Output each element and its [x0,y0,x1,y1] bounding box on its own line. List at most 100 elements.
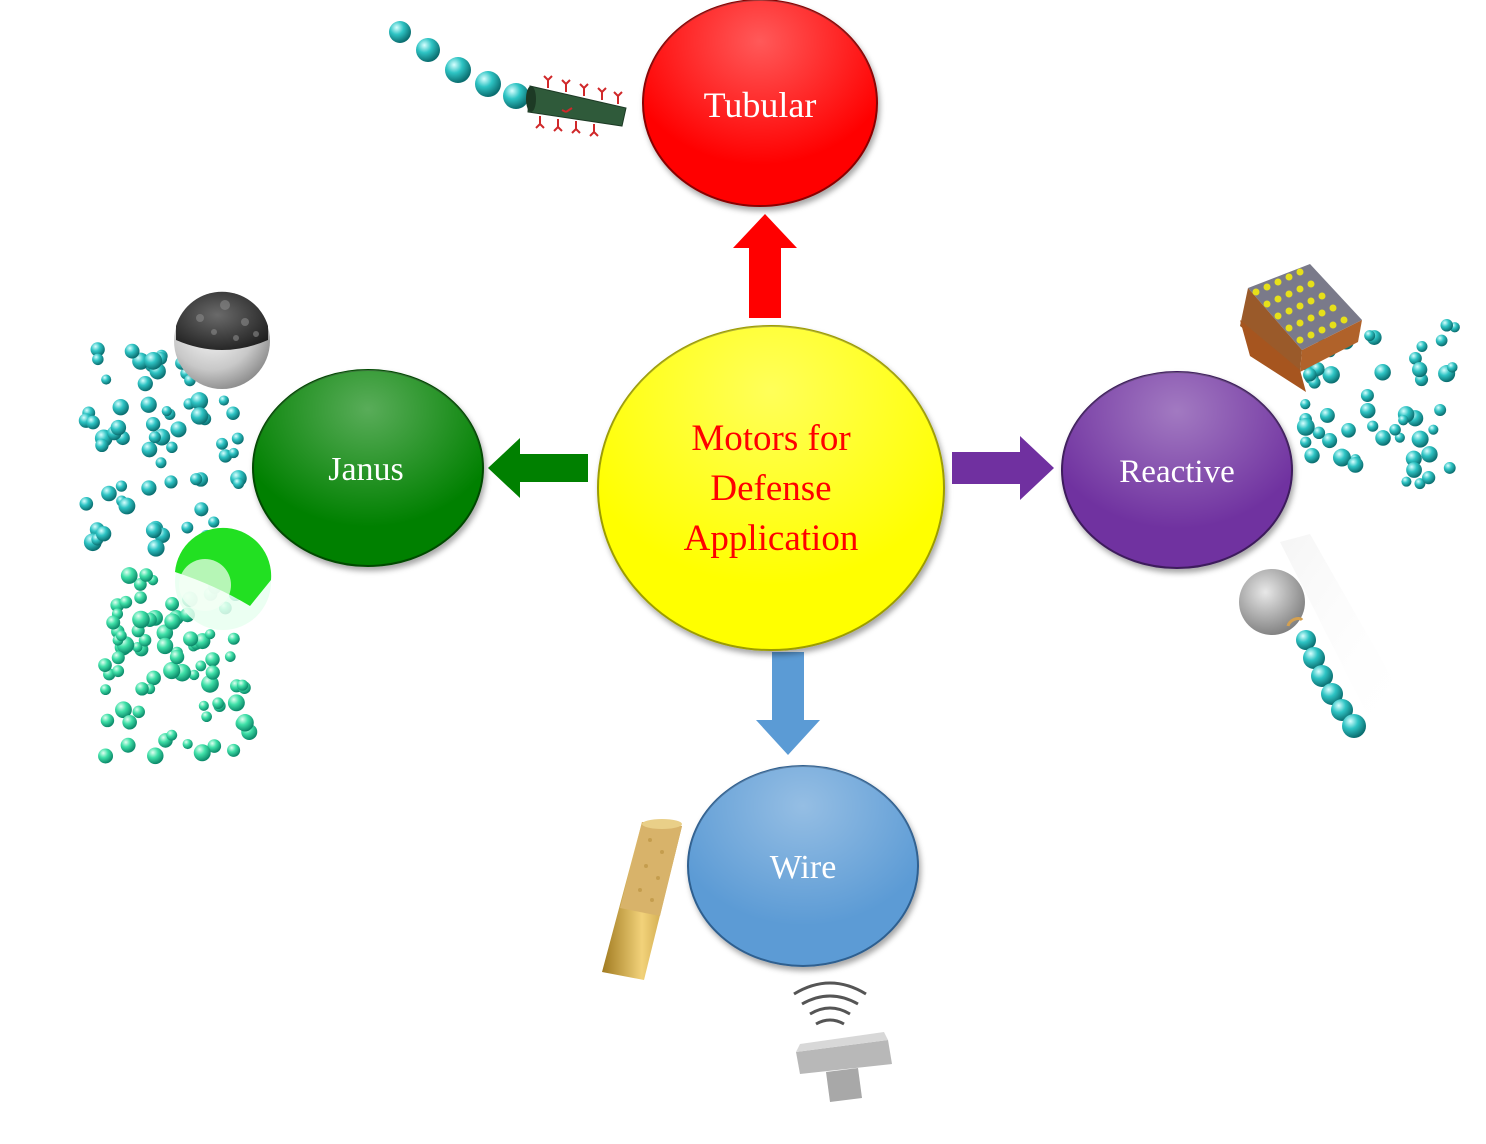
bubble [166,441,178,454]
bubble [1409,352,1422,365]
bubble [201,711,212,723]
bubble [416,38,440,62]
bubble [208,516,220,528]
bubble [147,539,165,557]
bubble [182,738,193,750]
bubble [115,630,127,642]
bubble [155,457,167,469]
bubble [141,480,157,496]
bubble [1367,420,1379,432]
bubble [146,670,161,686]
bubble [95,438,109,453]
bubble [1304,447,1320,464]
bubble [475,71,501,97]
bubble [1389,424,1401,436]
bubble [1416,340,1428,352]
bubble [1374,364,1391,381]
cube-dot [1307,331,1315,339]
bubble [115,480,128,492]
bubble [163,662,181,680]
janus-node: Janus [252,369,484,567]
cube-dot [1274,278,1282,286]
bubble [98,658,112,672]
bubble [101,485,117,502]
cube-dot [1329,321,1337,329]
cube-dot [1296,336,1304,344]
cube-dot [1285,307,1293,315]
bubble [181,521,194,534]
bubble [1322,433,1338,449]
janus-label: Janus [328,451,404,488]
bubble [1296,417,1315,436]
cube-dot [1318,309,1326,317]
cube-dot [1285,273,1293,281]
bubble [1406,462,1422,478]
bubble [183,631,199,647]
bubble [188,669,200,681]
bubble [111,651,125,665]
bubble [132,610,150,629]
tubular-label: Tubular [704,85,817,125]
cube-dot [1285,324,1293,332]
bubble [1360,389,1374,403]
bubble [1405,450,1422,467]
arrow-right-reactive [952,436,1054,500]
bubble [169,649,185,665]
bubble [122,714,137,730]
bubble [1321,683,1343,705]
acoustic-screw-icon [793,981,892,1102]
grey-sphere-motor-icon [1239,534,1408,738]
bubble [445,57,471,83]
gold-wire-icon [602,819,682,980]
cube-dot [1296,268,1304,276]
bubble [236,714,254,732]
bubble [1303,647,1325,669]
bubble [1447,362,1458,373]
arrow-up-tubular [733,214,797,318]
bubble [1300,399,1311,410]
bubble [140,396,157,413]
bubble [1360,402,1376,419]
wire-node: Wire [687,765,919,967]
bubble [227,743,241,757]
bubble [166,729,178,741]
bubble [1311,665,1333,687]
bubble [1421,446,1438,463]
bubble [118,497,136,515]
bubble [1428,424,1439,435]
reactive-node: Reactive [1061,371,1293,569]
bubble [1412,361,1428,378]
bubble [204,629,216,640]
bubble [205,665,220,680]
bubble [237,679,249,691]
cube-dot [1318,292,1326,300]
bubble [144,351,163,370]
bubble [218,395,230,406]
bubble [145,417,161,432]
cube-dot [1340,316,1348,324]
bubble [1414,478,1426,490]
bubble [137,375,153,392]
bubble [139,568,153,582]
bubble [1398,415,1409,426]
bubble [389,21,411,43]
bubble [90,342,105,357]
bubble [100,684,111,696]
bubble [190,473,203,486]
bubble [190,392,209,410]
bubble [164,475,178,489]
bubble [86,415,100,430]
bubble [1331,699,1353,721]
bubble [110,419,127,436]
bubble [227,694,245,712]
cube-dot [1252,288,1260,296]
bubble [101,374,112,385]
bubble [98,748,114,764]
bubble [1375,430,1391,446]
bubble [1443,462,1456,474]
bubble [1422,471,1436,485]
cube-dot [1263,300,1271,308]
bubble [147,747,164,765]
bubble [190,407,209,425]
